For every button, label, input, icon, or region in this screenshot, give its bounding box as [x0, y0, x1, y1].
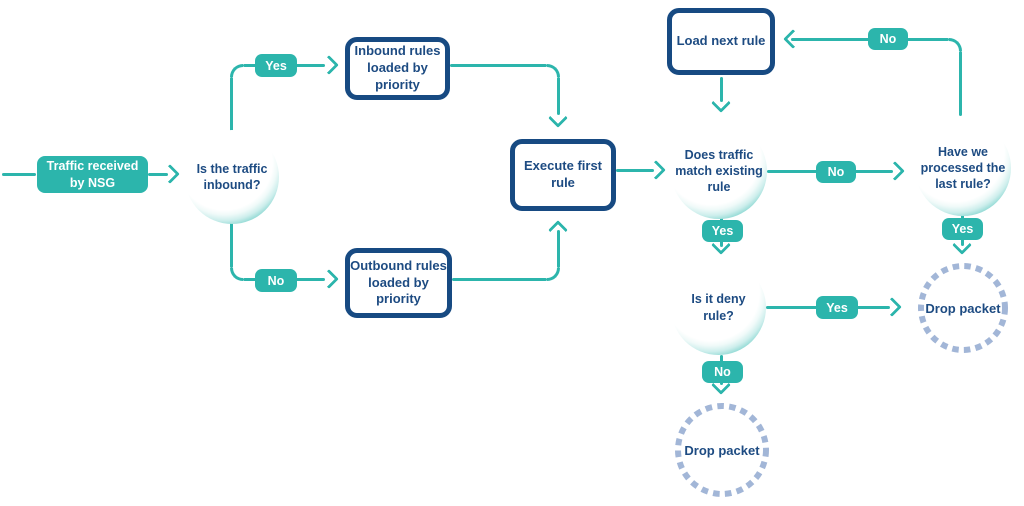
arrowhead-into-load-next [783, 29, 803, 49]
edge-inbound-rules-hline [450, 64, 547, 67]
start-node: Traffic received by NSG [37, 156, 148, 193]
drop-packet-right-label: Drop packet [925, 300, 1001, 316]
badge-last-rule-yes: Yes [942, 218, 983, 240]
badge-deny-yes: Yes [816, 296, 858, 319]
edge-inbound-q-yes-corner [230, 64, 243, 77]
drop-packet-right-node: Drop packet [917, 262, 1009, 354]
load-next-rule-node: Load next rule [667, 8, 775, 75]
edge-outbound-rules-hline [452, 278, 547, 281]
badge-match-yes: Yes [702, 220, 743, 242]
edge-load-next-to-match-line [720, 77, 723, 102]
inbound-rules-node: Inbound rules loaded by priority [345, 37, 450, 100]
arrowhead-into-inbound-q [160, 164, 180, 184]
badge-inbound-yes: Yes [255, 54, 297, 77]
edge-inbound-q-no-vline [230, 222, 233, 268]
arrowhead-into-match-top [711, 93, 731, 113]
edge-start-to-inbound-q-line [148, 173, 168, 176]
dashed-circle-icon [675, 403, 769, 497]
edge-inbound-q-yes-vline [230, 77, 233, 132]
drop-packet-bottom-label: Drop packet [684, 442, 760, 458]
edge-execute-to-match-line [616, 169, 654, 172]
match-question-node: Does traffic match existing rule [671, 123, 767, 219]
edge-loop-vline [959, 51, 962, 116]
arrowhead-into-match-left [646, 160, 666, 180]
badge-deny-no: No [702, 361, 743, 383]
arrowhead-into-inbound-rules [319, 55, 339, 75]
edge-inbound-rules-corner [547, 64, 560, 77]
drop-packet-bottom-node: Drop packet [674, 402, 770, 498]
arrowhead-into-execute-top [548, 108, 568, 128]
edge-inbound-rules-vline [557, 77, 560, 115]
arrowhead-into-last-rule [885, 161, 905, 181]
deny-question-node: Is it deny rule? [671, 260, 766, 355]
edge-inbound-q-no-corner [230, 268, 243, 281]
edge-outbound-rules-vline [557, 230, 560, 268]
edge-entry-line [2, 173, 36, 176]
outbound-rules-node: Outbound rules loaded by priority [345, 248, 452, 318]
edge-outbound-rules-corner [547, 268, 560, 281]
arrowhead-into-drop-right-left [882, 297, 902, 317]
arrowhead-into-outbound-rules [319, 269, 339, 289]
arrowhead-into-execute-bottom [548, 220, 568, 240]
last-rule-question-node: Have we processed the last rule? [915, 120, 1011, 216]
badge-match-no: No [816, 161, 856, 183]
badge-outbound-no: No [255, 269, 297, 292]
dashed-circle-icon [918, 263, 1008, 353]
badge-last-rule-no: No [868, 28, 908, 50]
execute-first-rule-node: Execute first rule [510, 139, 616, 211]
edge-loop-corner [949, 38, 962, 51]
inbound-question-node: Is the traffic inbound? [185, 130, 279, 224]
